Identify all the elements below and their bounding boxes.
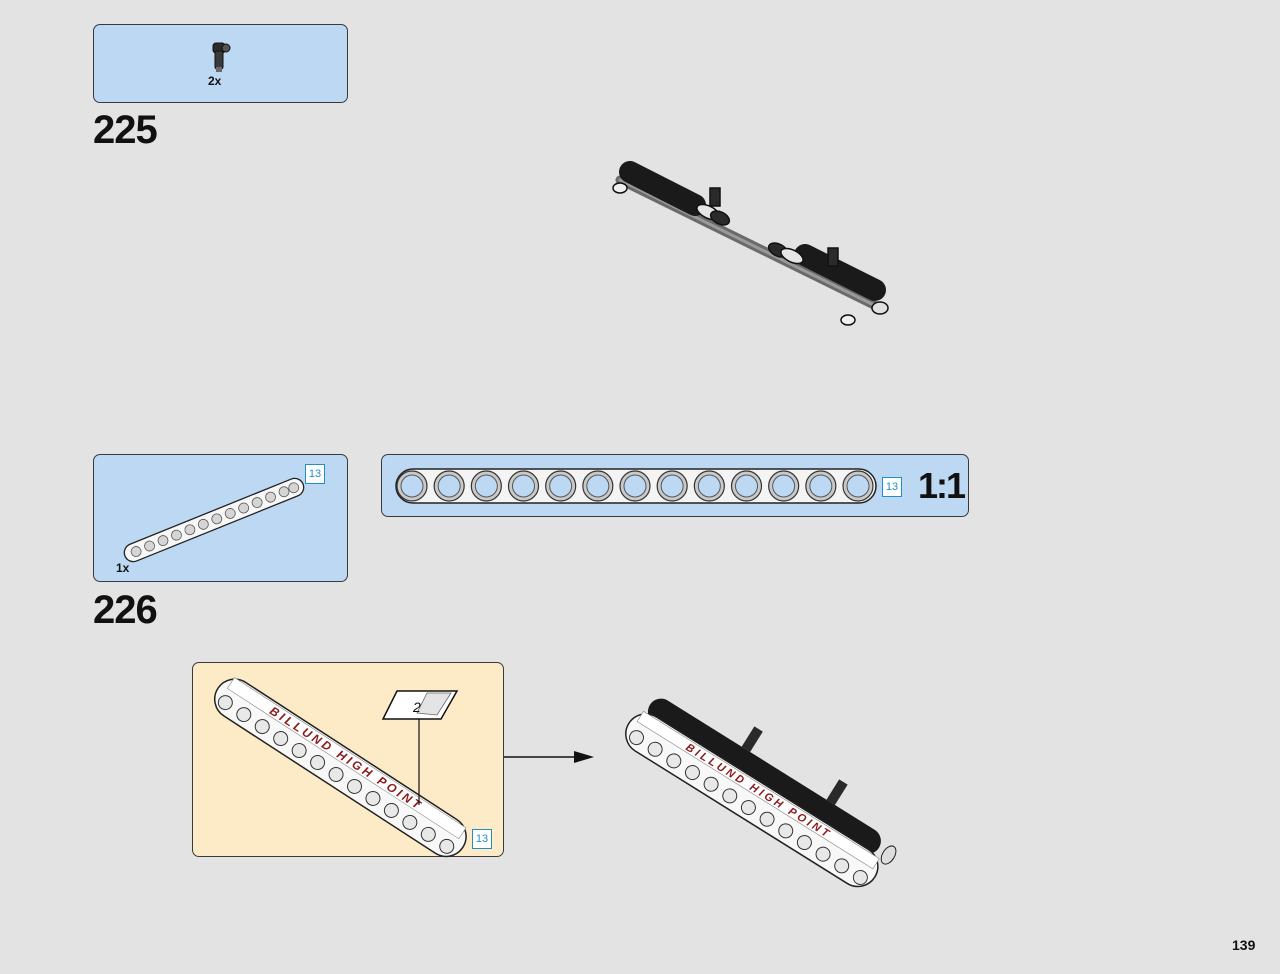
parts-list-226: 13 1x (93, 454, 348, 582)
beam-length-badge: 13 (882, 477, 902, 497)
sticker-number: 2 (413, 699, 421, 715)
beam-hole-inner (623, 474, 647, 498)
beam-hole-inner (400, 474, 424, 498)
beam-hole-inner (586, 474, 610, 498)
beam-hole-inner (846, 474, 870, 498)
part-quantity: 1x (116, 561, 130, 575)
page-number: 139 (1232, 937, 1256, 953)
step-226-assembly: BILLUND HIGH POINT (625, 698, 897, 888)
step-number-226: 226 (93, 588, 158, 632)
beam-length-badge: 13 (472, 829, 492, 849)
sticker-callout: BILLUND HIGH POINT 2 13 (192, 662, 504, 858)
scale-beam (395, 468, 877, 504)
scale-callout: 13 1:1 (381, 454, 969, 517)
beam-hole-inner (474, 474, 498, 498)
scale-label: 1:1 (918, 465, 966, 506)
parts-list-225: 2x (93, 24, 348, 103)
beam-hole-inner (735, 474, 758, 498)
beam-hole-inner (437, 474, 461, 498)
beam-hole-inner (512, 474, 535, 498)
beam-hole-inner (772, 474, 796, 498)
sticker-beam: BILLUND HIGH POINT (213, 677, 467, 858)
beam-hole-inner (660, 474, 684, 498)
sticker-icon (381, 690, 459, 720)
step-225-assembly (612, 161, 889, 326)
arrow-icon (504, 751, 594, 763)
pin-connector-icon (212, 42, 231, 72)
part-quantity: 2x (208, 74, 222, 88)
beam-hole-inner (549, 474, 573, 498)
beam-icon (123, 477, 305, 563)
beam-hole-inner (809, 474, 833, 498)
beam-hole-inner (697, 474, 721, 498)
step-number-225: 225 (93, 108, 158, 152)
beam-length-badge: 13 (305, 464, 325, 484)
